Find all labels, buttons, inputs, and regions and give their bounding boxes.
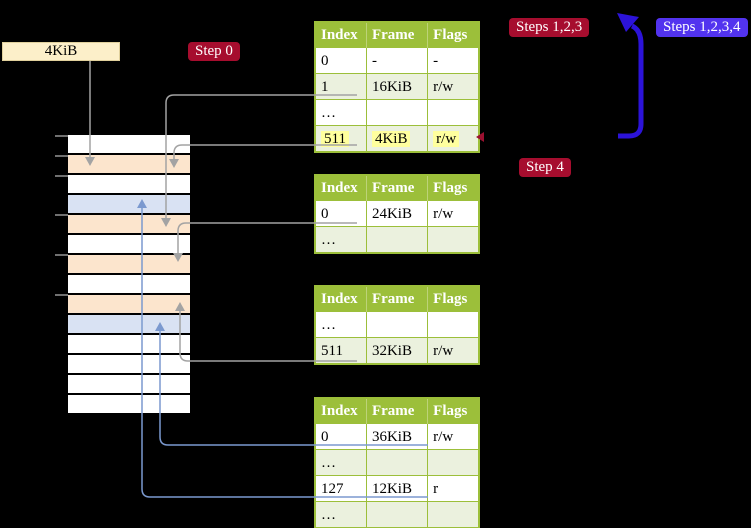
page-table-1: Index Frame Flags 0 - - 1 16KiB r/w … 51…	[314, 21, 480, 153]
page-table-3: Index Frame Flags … 511 32KiB r/w	[314, 285, 480, 365]
column-header-frame: Frame	[366, 286, 429, 312]
table-row: 1 16KiB r/w	[314, 73, 480, 100]
cell-frame	[365, 501, 429, 528]
memory-frame-row-3	[68, 195, 190, 215]
cell-flags	[427, 311, 480, 338]
cell-frame: 12KiB	[365, 475, 429, 502]
cell-frame: 24KiB	[365, 200, 429, 227]
cell-flags: r/w	[427, 200, 480, 227]
table-row: 0 36KiB r/w	[314, 423, 480, 450]
cell-index: 511	[314, 125, 367, 153]
column-header-frame: Frame	[366, 398, 429, 424]
cell-flags: r/w	[427, 73, 480, 100]
steps-1-2-3-4-badge: Steps 1,2,3,4	[656, 18, 748, 37]
cell-frame	[365, 226, 429, 254]
steps-1-2-3-badge: Steps 1,2,3	[509, 18, 590, 37]
cell-frame: 32KiB	[365, 337, 429, 365]
cell-index: …	[314, 311, 367, 338]
cell-index: 1	[314, 73, 367, 100]
cell-index: 127	[314, 475, 367, 502]
cell-index: 511	[314, 337, 367, 365]
memory-tick	[55, 155, 68, 157]
cell-frame: 4KiB	[365, 125, 429, 153]
table-row-ellipsis: …	[314, 501, 480, 528]
memory-frame-row-7	[68, 275, 190, 295]
table-header-row: Index Frame Flags	[315, 22, 479, 48]
highlight-mark: r/w	[433, 130, 460, 147]
cell-index: 0	[314, 47, 367, 74]
cell-index: 0	[314, 200, 367, 227]
table-header-row: Index Frame Flags	[315, 398, 479, 424]
cell-flags: -	[427, 47, 480, 74]
step-4-badge: Step 4	[519, 158, 571, 177]
cell-index: …	[314, 501, 367, 528]
table-row: 0 - -	[314, 47, 480, 74]
table-row-ellipsis: …	[314, 99, 480, 126]
memory-frame-row-6	[68, 255, 190, 275]
cell-flags: r/w	[427, 423, 480, 450]
cell-frame	[365, 99, 429, 126]
column-header-index: Index	[315, 398, 367, 424]
cell-flags	[427, 99, 480, 126]
table-row-ellipsis: …	[314, 226, 480, 254]
steps-loop-arrow	[618, 23, 644, 139]
memory-frame-row-13	[68, 395, 190, 415]
cell-flags	[427, 226, 480, 254]
arrowhead-up-left-icon	[617, 13, 639, 32]
cell-index: …	[314, 449, 367, 476]
column-header-flags: Flags	[427, 286, 479, 312]
memory-tick	[55, 135, 68, 137]
cell-flags	[427, 449, 480, 476]
cell-index: …	[314, 99, 367, 126]
column-header-index: Index	[315, 175, 367, 201]
table-header-row: Index Frame Flags	[315, 175, 479, 201]
highlight-mark: 4KiB	[371, 130, 411, 147]
table-header-row: Index Frame Flags	[315, 286, 479, 312]
cell-frame: 36KiB	[365, 423, 429, 450]
cell-frame	[365, 311, 429, 338]
column-header-frame: Frame	[366, 175, 429, 201]
memory-frame-row-5	[68, 235, 190, 255]
cell-flags: r/w	[427, 337, 480, 365]
memory-frame-row-8	[68, 295, 190, 315]
column-header-index: Index	[315, 286, 367, 312]
table-row-highlighted: 511 4KiB r/w	[314, 125, 480, 153]
table-row: 127 12KiB r	[314, 475, 480, 502]
column-header-flags: Flags	[427, 175, 479, 201]
cell-frame: 16KiB	[365, 73, 429, 100]
memory-tick	[55, 294, 68, 296]
cell-index: 0	[314, 423, 367, 450]
table-row: 0 24KiB r/w	[314, 200, 480, 227]
memory-frame-row-4	[68, 215, 190, 235]
memory-frame-row-9	[68, 315, 190, 335]
column-header-frame: Frame	[366, 22, 429, 48]
column-header-index: Index	[315, 22, 367, 48]
memory-frame-row-11	[68, 355, 190, 375]
cell-flags: r/w	[427, 125, 480, 153]
memory-frame-row-10	[68, 335, 190, 355]
cell-flags: r	[427, 475, 480, 502]
memory-tick	[55, 214, 68, 216]
memory-frame-row-1	[68, 155, 190, 175]
memory-frame-row-12	[68, 375, 190, 395]
cell-index: …	[314, 226, 367, 254]
page-table-2: Index Frame Flags 0 24KiB r/w …	[314, 174, 480, 254]
column-header-flags: Flags	[427, 22, 479, 48]
memory-frame-row-0	[68, 135, 190, 155]
memory-tick	[55, 254, 68, 256]
column-header-flags: Flags	[427, 398, 479, 424]
highlight-mark: 511	[321, 130, 349, 147]
cell-frame: -	[365, 47, 429, 74]
cell-frame	[365, 449, 429, 476]
table-row-ellipsis: …	[314, 311, 480, 338]
table-row: 511 32KiB r/w	[314, 337, 480, 365]
memory-frame-row-2	[68, 175, 190, 195]
page-table-4: Index Frame Flags 0 36KiB r/w … 127 12Ki…	[314, 397, 480, 528]
memory-tick	[55, 175, 68, 177]
step-0-badge: Step 0	[188, 42, 240, 61]
physical-memory-strip	[68, 135, 190, 415]
table-row-ellipsis: …	[314, 449, 480, 476]
frame-size-label: 4KiB	[2, 42, 120, 61]
cell-flags	[427, 501, 480, 528]
